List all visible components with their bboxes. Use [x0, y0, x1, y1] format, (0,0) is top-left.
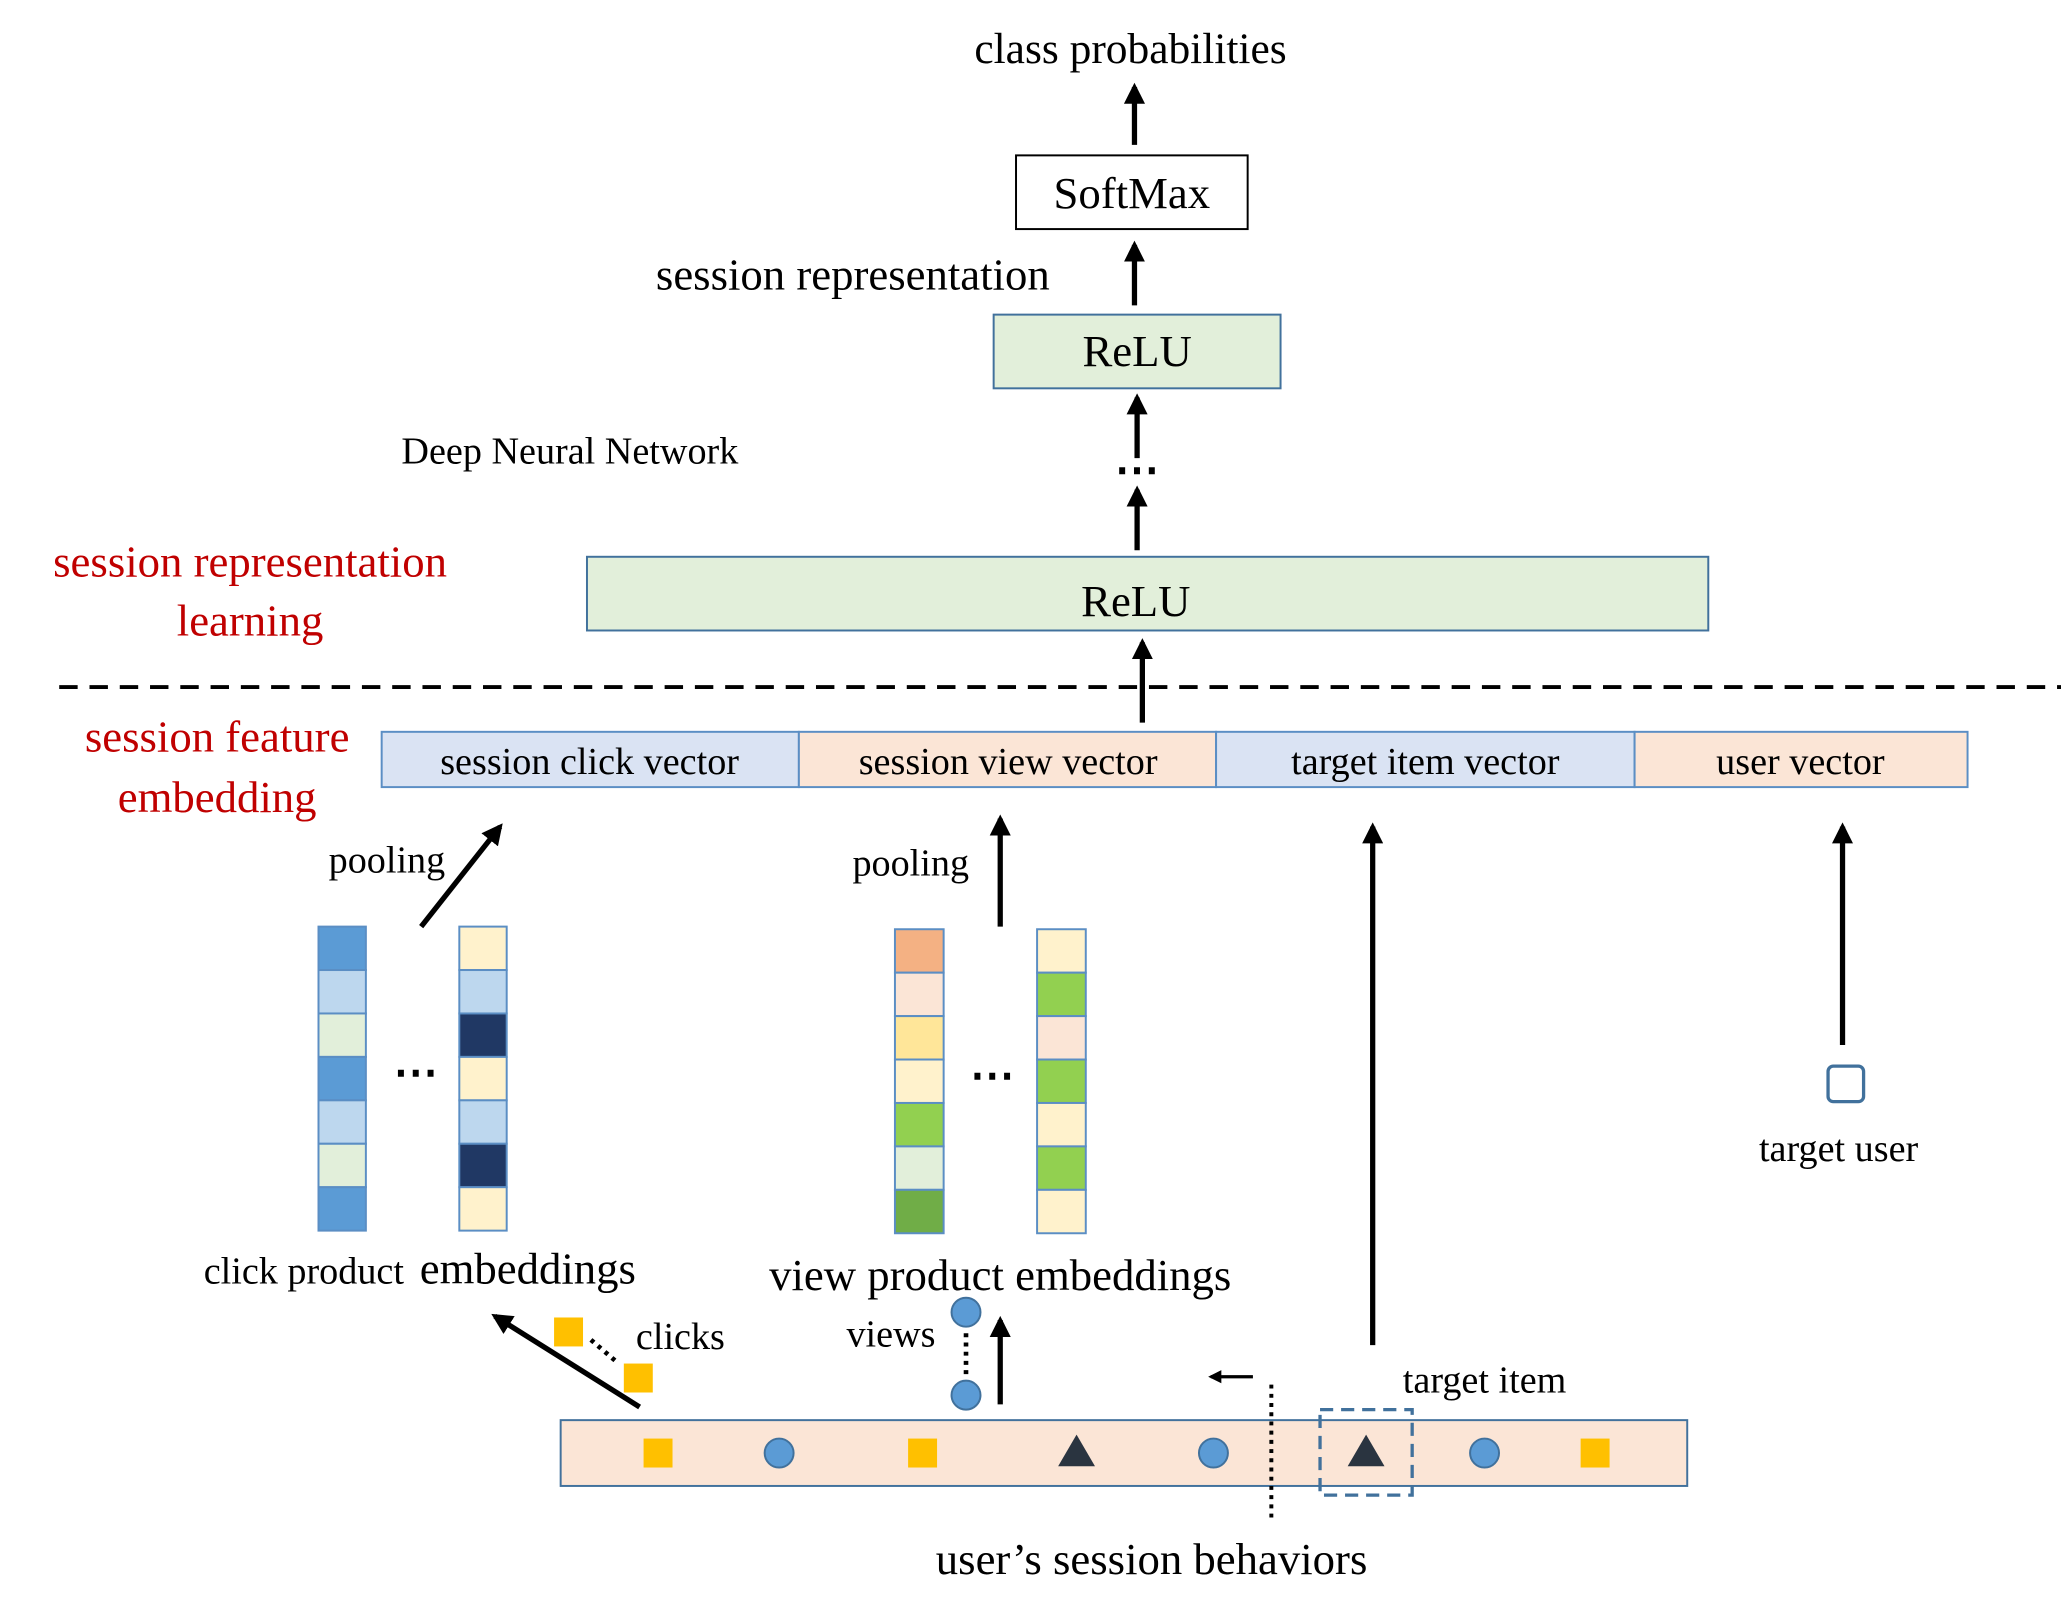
click-embedding-col1-cell [317, 969, 367, 1015]
session-circle-marker [1197, 1437, 1229, 1469]
softmax-label: SoftMax [1054, 168, 1211, 218]
clicks-dotted-link [589, 1338, 621, 1366]
section-label-feature-embedding-2: embedding [118, 772, 317, 822]
view-marker-1 [950, 1296, 982, 1328]
click-product-label: click product [204, 1250, 405, 1292]
clicks-label: clicks [636, 1316, 725, 1358]
view-product-embeddings-label: view product embeddings [769, 1250, 1231, 1300]
user-vector-label: user vector [1716, 741, 1885, 783]
view-embedding-col1-cell [893, 1015, 945, 1061]
session-click-vector-label: session click vector [440, 741, 739, 783]
view-embeddings-ellipsis: ⋯ [970, 1050, 1015, 1100]
click-product-embeddings-label: click product embeddings [204, 1243, 636, 1293]
arrow-clicks-to-embeddings [491, 1313, 642, 1410]
view-embedding-col2-cell [1036, 928, 1087, 974]
click-marker-1 [554, 1317, 584, 1347]
click-marker-2 [623, 1363, 653, 1393]
deep-neural-network-label: Deep Neural Network [401, 430, 739, 472]
click-embedding-col2-cell [458, 1186, 508, 1232]
target-user-label: target user [1759, 1128, 1919, 1170]
session-click-vector-box [380, 730, 800, 789]
relu-bottom-label: ReLU [1081, 576, 1190, 626]
view-embedding-col1-cell [893, 1188, 945, 1235]
click-embedding-col1-cell [317, 1186, 367, 1232]
click-embedding-col1-cell [317, 925, 367, 972]
session-behaviors-bar [559, 1419, 1689, 1487]
session-circle-marker [1469, 1437, 1501, 1469]
session-square-marker [643, 1438, 673, 1468]
click-embedding-col2-cell [458, 1012, 508, 1058]
target-item-vector-box [1215, 730, 1636, 789]
pooling-view-label: pooling [852, 842, 969, 884]
pooling-click-label: pooling [329, 840, 446, 882]
click-embedding-col2-cell [458, 969, 508, 1015]
click-embedding-col2-cell [458, 1142, 508, 1189]
target-item-vector-label: target item vector [1291, 741, 1560, 783]
user-vector-box [1633, 730, 1969, 789]
view-embedding-col2-cell [1036, 1101, 1087, 1148]
view-embedding-col1-cell [893, 971, 945, 1018]
session-square-marker [908, 1438, 938, 1468]
relu-top-box [992, 313, 1282, 390]
session-triangle-marker [1347, 1434, 1385, 1467]
view-embedding-column-1 [893, 928, 945, 1235]
click-embedding-column-1 [317, 925, 367, 1232]
click-embeddings-label: embeddings [420, 1243, 636, 1293]
click-embedding-col1-cell [317, 1142, 367, 1189]
view-embedding-col1-cell [893, 1058, 945, 1104]
relu-bottom-box [585, 555, 1710, 632]
view-embedding-col2-cell [1036, 1145, 1087, 1191]
target-item-highlight [1318, 1407, 1414, 1497]
view-embedding-col2-cell [1036, 1188, 1087, 1235]
view-embedding-col2-cell [1036, 1058, 1087, 1104]
click-embedding-column-2 [458, 925, 508, 1232]
view-embedding-col2-cell [1036, 971, 1087, 1018]
session-sequence-markers [643, 1434, 1610, 1469]
section-label-feature-embedding: session feature [85, 712, 350, 762]
click-embedding-col1-cell [317, 1055, 367, 1102]
click-embedding-col2-cell [458, 1055, 508, 1102]
session-circle-marker [763, 1437, 795, 1469]
session-square-marker [1580, 1438, 1610, 1468]
target-user-icon [1826, 1064, 1866, 1104]
session-view-vector-box [797, 730, 1218, 789]
session-representation-label: session representation [656, 250, 1050, 300]
view-embedding-col1-cell [893, 1101, 945, 1148]
view-embedding-col1-cell [893, 928, 945, 974]
click-embedding-col1-cell [317, 1099, 367, 1145]
target-item-label: target item [1403, 1360, 1567, 1402]
view-embedding-column-2 [1036, 928, 1087, 1235]
click-embedding-col2-cell [458, 925, 508, 972]
session-view-vector-label: session view vector [859, 741, 1158, 783]
softmax-box [1015, 154, 1249, 231]
click-embeddings-ellipsis: ⋯ [394, 1047, 439, 1097]
view-embedding-col1-cell [893, 1145, 945, 1191]
view-embedding-col2-cell [1036, 1015, 1087, 1061]
relu-top-label: ReLU [1082, 326, 1191, 376]
arrow-click-pooling [419, 823, 503, 929]
class-probabilities-label: class probabilities [974, 25, 1286, 73]
click-embedding-col2-cell [458, 1099, 508, 1145]
section-label-representation-learning-2: learning [177, 596, 324, 646]
session-triangle-marker [1058, 1434, 1095, 1467]
view-marker-2 [950, 1379, 982, 1411]
section-label-representation-learning: session representation [53, 537, 447, 587]
hidden-layers-ellipsis: ⋯ [1115, 444, 1160, 494]
session-behaviors-label: user’s session behaviors [936, 1534, 1368, 1584]
click-embedding-col1-cell [317, 1012, 367, 1058]
views-label: views [846, 1313, 935, 1355]
